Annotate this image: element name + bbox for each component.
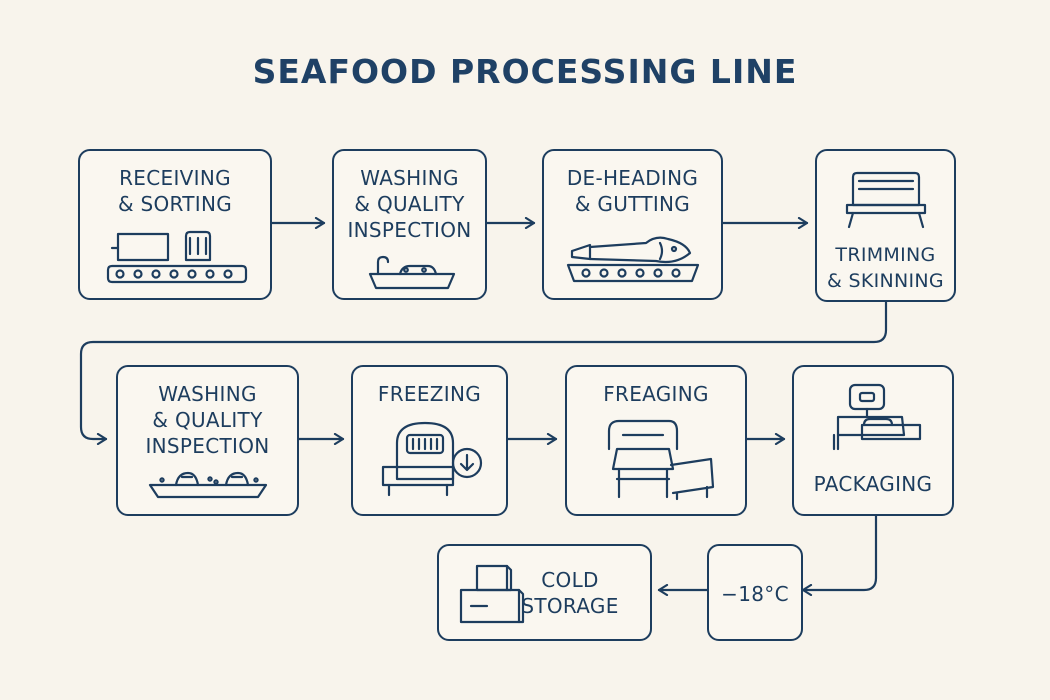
wash-tank-icon	[368, 255, 456, 290]
arrow-trimming-to-washing2	[79, 300, 888, 439]
step-label: TRIMMING & SKINNING	[827, 244, 944, 292]
step-packaging[interactable]: PACKAGING	[792, 365, 954, 516]
freezer-icon	[381, 421, 483, 497]
conveyor-icon	[106, 230, 248, 284]
fish-conveyor-icon	[566, 236, 700, 283]
temperature-label: −18°C	[721, 582, 789, 606]
step-label: COLD STORAGE	[521, 568, 619, 618]
step-washing-inspection[interactable]: WASHING & QUALITY INSPECTION	[332, 149, 487, 300]
step-label: DE-HEADING & GUTTING	[566, 166, 699, 216]
step-label: FREEZING	[377, 382, 482, 406]
step-label: FREAGING	[603, 382, 709, 406]
step-trimming-skinning[interactable]: TRIMMING & SKINNING	[815, 149, 956, 302]
step-washing-inspection-2[interactable]: WASHING & QUALITY INSPECTION	[116, 365, 299, 516]
step-label: WASHING & QUALITY INSPECTION	[145, 382, 270, 458]
step-temperature[interactable]: −18°C	[707, 544, 803, 641]
step-freezing[interactable]: FREEZING	[351, 365, 508, 516]
storage-boxes-icon	[459, 564, 525, 624]
page-title: SEAFOOD PROCESSING LINE	[252, 52, 798, 91]
step-label: WASHING & QUALITY INSPECTION	[347, 166, 472, 242]
trimming-table-icon	[845, 171, 927, 229]
robot-packer-icon	[832, 383, 922, 451]
step-receiving-sorting[interactable]: RECEIVING & SORTING	[78, 149, 272, 300]
step-freaging[interactable]: FREAGING	[565, 365, 747, 516]
wash-basin-icon	[148, 471, 268, 499]
step-cold-storage[interactable]: COLD STORAGE	[437, 544, 652, 641]
packing-machine-icon	[607, 419, 715, 501]
arrow-packaging-to-temperature	[801, 514, 878, 590]
step-label: PACKAGING	[813, 472, 933, 496]
step-deheading-gutting[interactable]: DE-HEADING & GUTTING	[542, 149, 723, 300]
step-label: RECEIVING & SORTING	[117, 166, 233, 216]
